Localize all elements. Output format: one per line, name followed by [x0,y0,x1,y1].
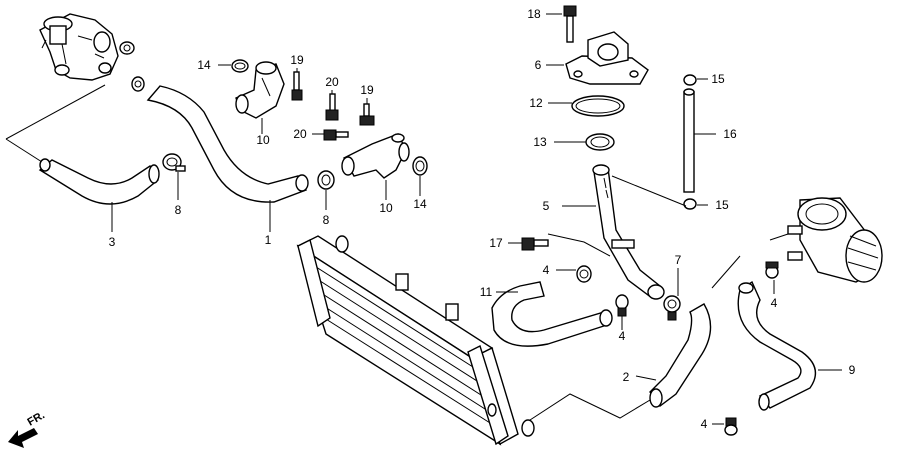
bolt-20-lower [323,129,349,141]
radiator [296,235,519,446]
callout-7: 7 [675,253,682,267]
callout-14-left: 14 [197,58,211,72]
callout-4-bottom: 4 [701,417,708,431]
hose-clamp-4-right [765,261,779,279]
water-joint-10-left [235,61,285,119]
oil-cooler-body [787,197,883,283]
o-ring-12 [571,95,625,117]
radiator-lower-clamp [521,419,535,437]
reference-line-pump [5,84,106,140]
reference-line-hose3 [5,138,43,163]
callout-4-middle: 4 [543,263,550,277]
hose-clamp-4-bottom [724,417,738,436]
callout-9: 9 [849,363,856,377]
o-ring-14-right [412,156,428,176]
bolt-20-upper [325,93,339,121]
callout-16: 16 [723,127,737,141]
hose-clamp-4-lower [615,294,629,317]
callout-15-lower: 15 [715,198,729,212]
hose-16 [683,88,695,193]
callout-8-middle: 8 [323,213,330,227]
hose-clamp-15-upper [683,74,697,86]
hose-clamp-4-middle [576,265,592,283]
callout-17: 17 [489,236,503,250]
hose-clamp-15-lower [683,198,697,210]
hose-2 [649,303,712,408]
callout-4-right: 4 [771,296,778,310]
callout-1: 1 [265,233,272,247]
callout-18: 18 [527,7,541,21]
water-pump-housing [39,13,119,81]
callout-2: 2 [623,370,630,384]
front-direction-label: FR. [26,409,47,428]
callout-6: 6 [535,58,542,72]
callout-12: 12 [529,96,543,110]
callout-13: 13 [533,135,547,149]
bolt-17 [521,237,549,251]
hose-clamp-upper [131,76,145,92]
hose-clamp-8-middle [317,170,335,190]
callout-10-left: 10 [256,133,270,147]
callout-5: 5 [543,199,550,213]
water-pipe-5 [592,164,665,300]
water-joint-10-right [341,133,410,179]
front-direction-arrow [8,428,38,448]
callout-3: 3 [109,235,116,249]
callout-20-lower: 20 [293,127,307,141]
hose-9 [737,280,817,411]
bolt-19-right [359,103,375,126]
callout-19-right: 19 [360,83,374,97]
callout-10-right: 10 [379,201,393,215]
hose-3 [38,158,160,205]
clamp-pump-outlet [119,41,135,55]
callout-14-right: 14 [413,197,427,211]
bolt-19-left [291,71,303,101]
o-ring-14-left [231,59,249,73]
reference-line-hose2 [529,393,651,421]
callout-8-left: 8 [175,203,182,217]
callout-4-lower: 4 [619,329,626,343]
callout-20-upper: 20 [325,75,339,89]
callout-11: 11 [480,285,493,299]
o-ring-13 [585,133,615,151]
callout-15-upper: 15 [711,72,725,86]
hose-1 [146,85,309,203]
hose-clamp-7 [663,295,681,321]
thermostat-housing-6 [565,31,649,85]
hose-11 [491,281,613,347]
hose-clamp-8-left [162,153,186,172]
bolt-18 [563,5,577,43]
callout-19-left: 19 [290,53,304,67]
